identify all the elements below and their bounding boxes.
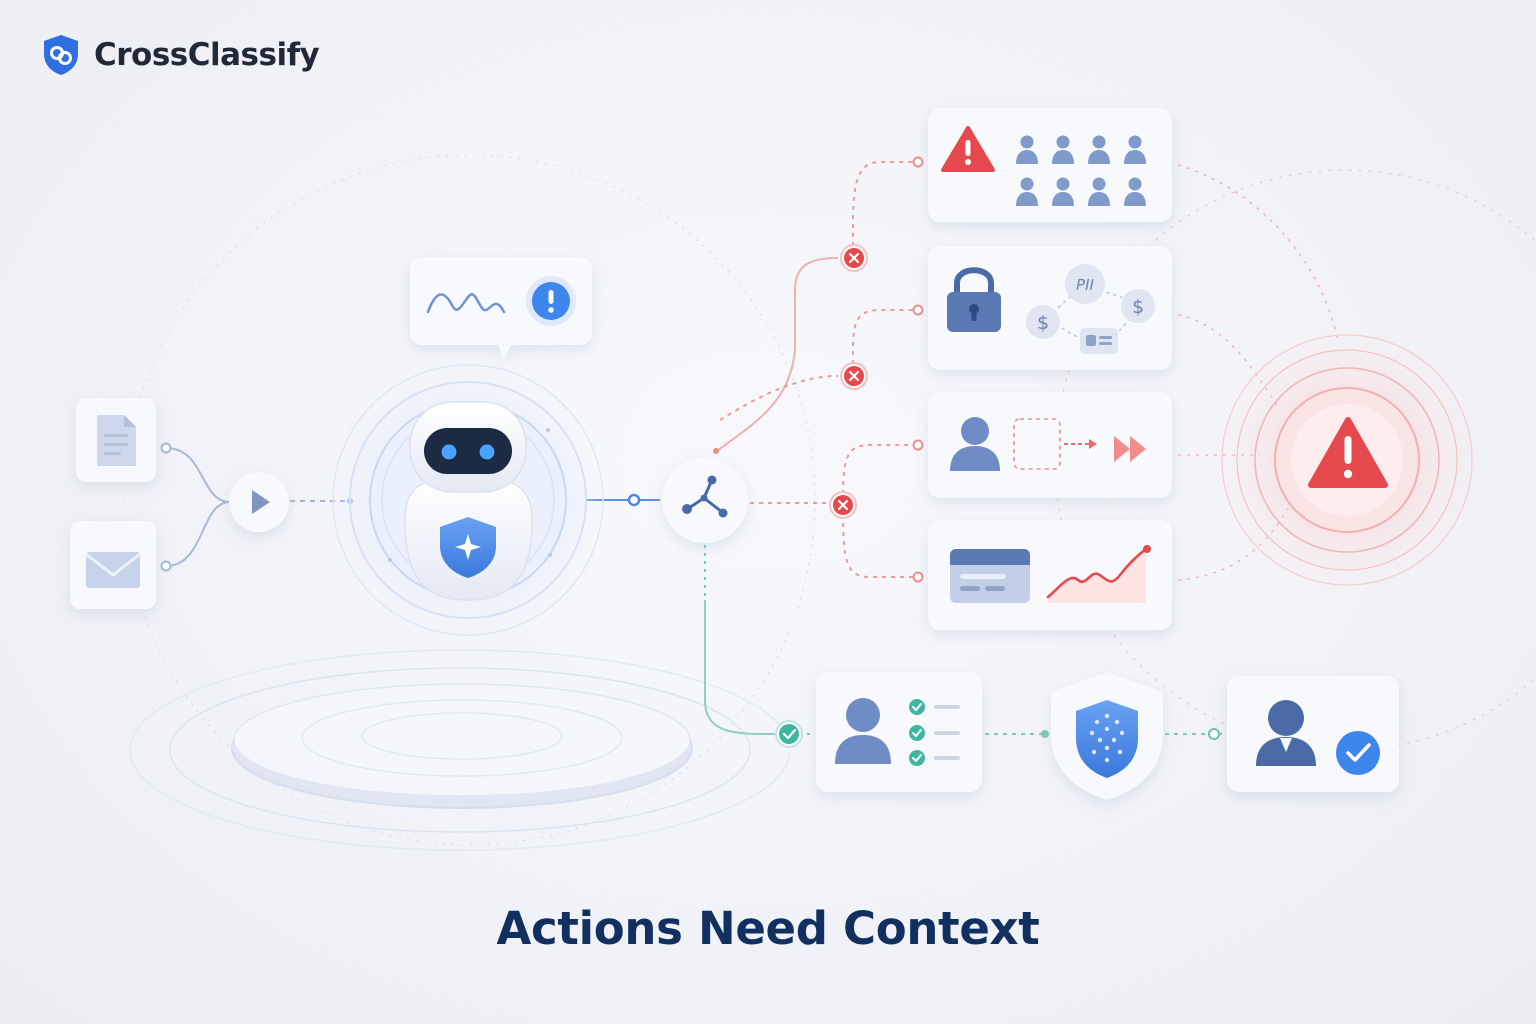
document-icon [97,415,136,466]
user-mini-icon [1088,135,1110,164]
email-input-card[interactable] [70,521,156,609]
user-mini-icon [1124,177,1146,206]
verified-user-card[interactable] [1227,676,1399,792]
email-icon [85,552,141,588]
safe-connectors [704,545,1222,740]
user-mini-icon [1124,135,1146,164]
block-markers [829,244,868,519]
brand: CrossClassify [38,30,320,80]
dollar-label: $ [1132,296,1144,318]
agent [328,360,608,640]
card-icon [950,549,1030,603]
platform [129,649,791,851]
risk-card-users[interactable] [928,108,1172,222]
lock-icon [947,267,1001,332]
dollar-label: $ [1037,312,1049,334]
document-input-card[interactable] [76,398,156,482]
play-icon [252,490,270,514]
pending-box [1013,418,1061,470]
play-trigger[interactable] [229,472,289,532]
id-card-icon [1080,328,1118,354]
shield-link-icon [44,35,78,75]
user-mini-icon [1052,135,1074,164]
verified-user-icon [1256,700,1380,775]
user-checklist-icon [835,698,960,766]
risk-card-transfer[interactable] [928,392,1172,498]
user-mini-icon [1016,135,1038,164]
connector-dot [627,493,641,507]
blocked-x-icon [840,362,868,390]
users-grid-icon [1016,135,1146,206]
forward-arrows-icon [1064,436,1146,462]
safe-check-icon [775,720,803,748]
check-row [909,699,960,715]
pii-label: PII [1076,276,1094,294]
brand-name: CrossClassify [94,37,320,73]
input-connectors [160,442,231,572]
shield-star-icon [440,517,496,578]
warning-icon [941,126,995,172]
trend-up-icon [1046,545,1151,603]
user-mini-icon [1016,177,1038,206]
shield-grid-icon [1076,700,1138,778]
signal-wave-icon [426,293,506,314]
alert-node [1212,325,1482,595]
exclamation-icon [526,276,576,326]
user-icon [950,417,1000,471]
pii-network: PII $ $ [1026,264,1155,354]
user-mini-icon [1052,177,1074,206]
branch-icon [682,475,728,518]
blocked-x-icon [829,491,857,519]
user-mini-icon [1088,177,1110,206]
router-node[interactable] [662,457,748,543]
check-row [909,750,960,766]
headline: Actions Need Context [496,902,1040,955]
risk-connectors [713,156,924,583]
blocked-x-icon [840,244,868,272]
check-row [909,725,960,741]
alert-triangle-icon [1308,417,1388,488]
